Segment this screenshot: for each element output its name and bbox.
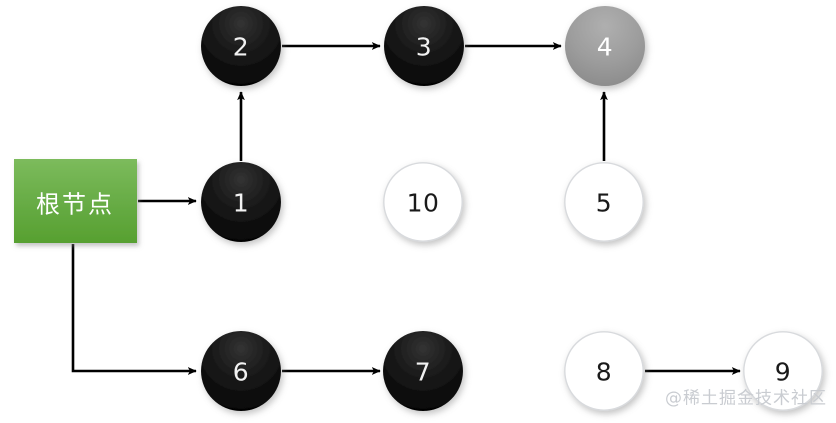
node-9-shape[interactable] [743, 331, 823, 411]
node-4-shape[interactable] [565, 6, 645, 86]
node-1-shape[interactable] [201, 162, 281, 242]
root-node-box[interactable] [14, 159, 137, 243]
node-2-shape[interactable] [201, 6, 281, 86]
root-box-shape[interactable] [14, 159, 137, 243]
node-8-shape[interactable] [564, 331, 644, 411]
edge-layer [71, 42, 741, 375]
node-7-shape[interactable] [383, 331, 463, 411]
node-10-shape[interactable] [383, 162, 463, 242]
node-6-shape[interactable] [201, 331, 281, 411]
node-3-shape[interactable] [384, 6, 464, 86]
edge-root-to-6 [71, 244, 197, 375]
node-layer [201, 6, 823, 411]
node-5-shape[interactable] [564, 162, 644, 242]
